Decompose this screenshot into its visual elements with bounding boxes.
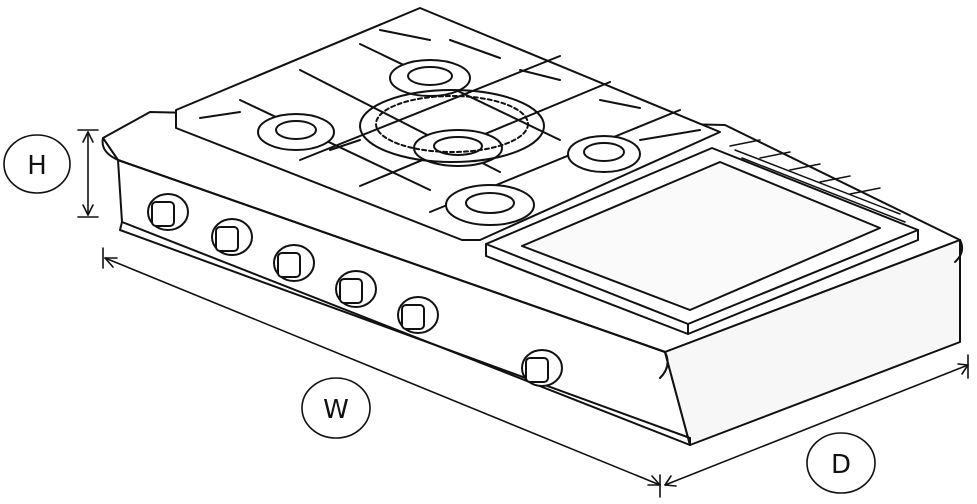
depth-arrow-left	[664, 475, 677, 487]
control-knob	[147, 193, 189, 231]
width-label: W	[323, 395, 349, 425]
height-arrow-top	[82, 131, 94, 143]
control-knob	[211, 218, 253, 256]
control-knob	[397, 296, 439, 334]
griddle	[485, 139, 919, 335]
control-knob	[521, 349, 563, 387]
wok-ring-inner	[375, 95, 529, 153]
depth-label-circle	[806, 432, 876, 494]
burner-cap	[465, 192, 515, 214]
width-extension	[102, 247, 661, 498]
width-arrow-right	[647, 475, 661, 486]
height-extension	[77, 129, 99, 218]
width-arrow-left	[104, 257, 118, 268]
griddle-surface	[521, 161, 881, 311]
height-label-circle	[3, 134, 71, 194]
wok-ring	[359, 89, 545, 163]
burner-cap	[275, 120, 317, 140]
griddle-side-lip	[687, 229, 919, 335]
burners	[257, 59, 641, 226]
depth-arrow-right	[957, 363, 969, 375]
burner-cap	[407, 66, 453, 86]
height-arrow-bottom	[82, 204, 94, 216]
grate-outline	[175, 7, 721, 241]
dimension-lines	[77, 129, 969, 498]
wok-burner-cap	[433, 136, 483, 156]
control-knob	[335, 270, 377, 308]
bottom-trim	[119, 221, 691, 439]
depth-label: D	[831, 450, 851, 480]
wok-ring-outer	[359, 89, 545, 163]
grate-divider	[299, 55, 561, 161]
width-dimension-line	[104, 257, 661, 486]
right-rim	[954, 239, 964, 263]
height-label: H	[27, 151, 47, 181]
cooktop-side-face	[664, 239, 961, 446]
grate-divider	[239, 99, 431, 191]
width-label-circle	[301, 377, 371, 439]
griddle-vent	[729, 139, 906, 223]
front-rim	[101, 137, 669, 379]
control-knobs	[147, 193, 563, 387]
griddle-front-lip	[485, 243, 689, 335]
grate-divider	[359, 43, 561, 141]
burner-cap	[583, 142, 625, 162]
dimension-labels	[3, 134, 876, 494]
control-knob	[273, 244, 315, 282]
depth-dimension-line	[664, 364, 969, 486]
